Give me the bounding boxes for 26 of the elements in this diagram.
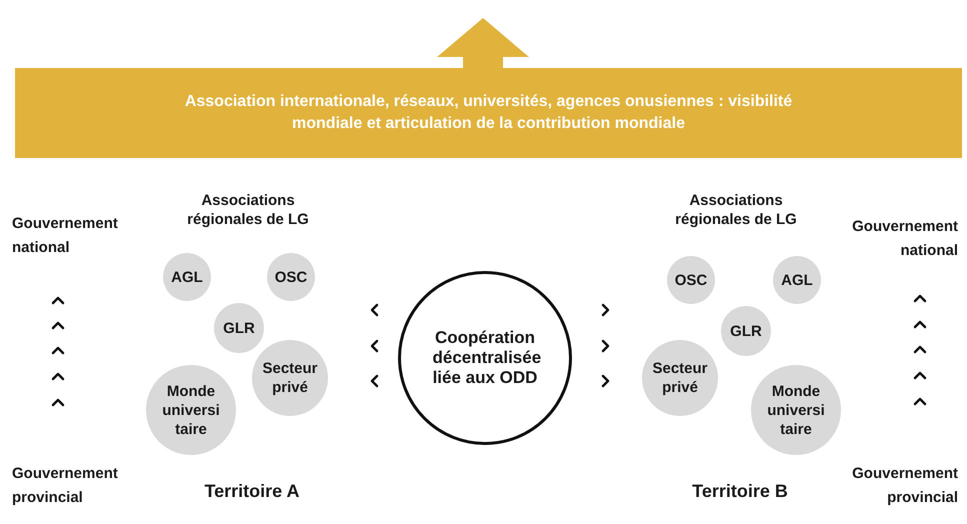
level-label: Gouvernement national bbox=[818, 215, 958, 263]
circle-label: GLR bbox=[222, 318, 256, 338]
circle-label: OSC bbox=[274, 268, 308, 286]
circle-label: Secteur privé bbox=[261, 359, 319, 397]
territory-label: Territoire A bbox=[203, 480, 301, 502]
banner bbox=[15, 68, 962, 158]
actor-circle bbox=[163, 253, 211, 301]
actor-circle bbox=[773, 256, 821, 304]
circle-label: Secteur privé bbox=[651, 359, 709, 397]
circle-label: AGL bbox=[780, 270, 814, 290]
actor-circle bbox=[214, 303, 264, 353]
circle-label: Monde universi taire bbox=[162, 382, 220, 438]
circle-label: GLR bbox=[729, 322, 763, 340]
group-heading: Associations régionales de LG bbox=[186, 191, 310, 229]
territory-label: Territoire B bbox=[691, 480, 789, 502]
actor-circle bbox=[721, 306, 771, 356]
level-label: Gouvernement provincial bbox=[818, 462, 958, 510]
circle-label: Monde universi taire bbox=[767, 382, 825, 438]
level-label: Gouvernement provincial bbox=[12, 462, 152, 510]
actor-circle bbox=[667, 256, 715, 304]
circle-label: OSC bbox=[674, 270, 708, 290]
circle-label: AGL bbox=[170, 268, 204, 286]
group-heading: Associations régionales de LG bbox=[674, 191, 798, 229]
actor-circle bbox=[267, 253, 315, 301]
level-label: Gouvernement national bbox=[12, 212, 152, 260]
banner-text: Association internationale, réseaux, universités, agences onusiennes : visibilité mondiale et articulation de la contribution mondiale bbox=[184, 92, 794, 134]
